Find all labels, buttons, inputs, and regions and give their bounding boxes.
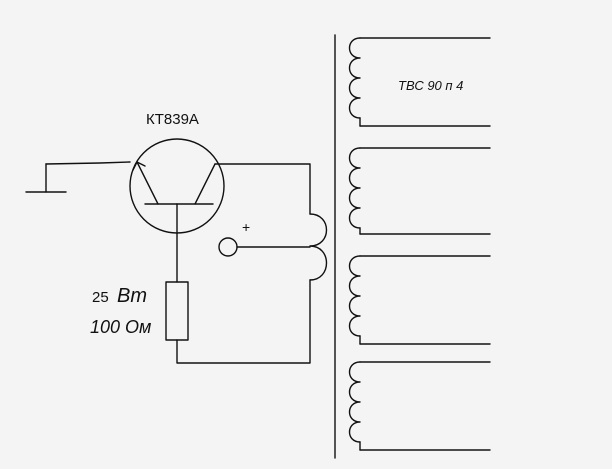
transformer-winding-1 — [348, 37, 491, 127]
transformer-winding-2 — [348, 147, 491, 235]
primary-coil — [309, 213, 327, 281]
return-wire — [176, 279, 311, 364]
polarity-mark: + — [242, 219, 250, 235]
transformer-winding-4 — [348, 361, 491, 451]
base-wire — [45, 161, 131, 165]
resistor-power: 25 — [92, 289, 109, 306]
collector-wire — [214, 163, 311, 215]
resistor-power-unit: Вт — [117, 285, 147, 307]
resistor-symbol — [165, 281, 189, 341]
transistor-label: КТ839А — [146, 111, 199, 128]
transformer-label: ТВС 90 п 4 — [398, 78, 463, 93]
transistor-symbol — [129, 138, 225, 234]
output-terminal — [218, 237, 238, 257]
resistor-value: 100 Ом — [90, 317, 151, 337]
transformer-winding-3 — [348, 255, 491, 345]
ground-symbol — [25, 163, 67, 193]
